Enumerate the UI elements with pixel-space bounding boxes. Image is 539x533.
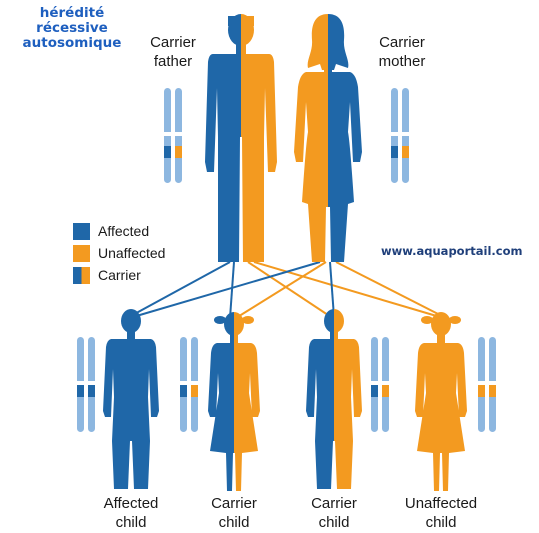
carrier-swatch xyxy=(73,267,90,284)
unaffected-child-chromosome-pair xyxy=(476,337,498,432)
mother-chromosome-pair xyxy=(389,88,411,183)
father-label: Carrier father xyxy=(128,33,218,71)
line-father-carrier-child-1 xyxy=(230,262,234,318)
carrier-child-2-figure xyxy=(306,309,362,489)
child-label-1-line-2: child xyxy=(81,513,181,532)
child-label-3-line-2: child xyxy=(284,513,384,532)
carrier-child-1-chromosome-pair xyxy=(178,337,200,432)
legend-item-affected: Affected xyxy=(73,222,149,240)
inheritance-lines xyxy=(129,262,444,318)
line-mother-affected-child xyxy=(133,262,320,317)
legend-label-affected: Affected xyxy=(98,223,149,239)
unaffected-swatch xyxy=(73,245,90,262)
child-label-1: Affected child xyxy=(81,494,181,532)
child-label-2-line-1: Carrier xyxy=(184,494,284,513)
line-father-affected-child xyxy=(129,262,230,317)
child-label-4-line-2: child xyxy=(391,513,491,532)
legend-label-carrier: Carrier xyxy=(98,267,141,283)
mother-label-line-1: Carrier xyxy=(357,33,447,52)
legend-item-carrier: Carrier xyxy=(73,266,141,284)
legend-label-unaffected: Unaffected xyxy=(98,245,165,261)
child-label-4: Unaffected child xyxy=(391,494,491,532)
title-line-1: hérédité xyxy=(4,6,140,21)
line-mother-unaffected-child xyxy=(336,262,444,317)
title-line-3: autosomique xyxy=(4,36,140,51)
child-label-2-line-2: child xyxy=(184,513,284,532)
mother-label-line-2: mother xyxy=(357,52,447,71)
affected-swatch xyxy=(73,223,90,240)
legend-item-unaffected: Unaffected xyxy=(73,244,165,262)
child-label-2: Carrier child xyxy=(184,494,284,532)
child-label-4-line-1: Unaffected xyxy=(391,494,491,513)
child-label-1-line-1: Affected xyxy=(81,494,181,513)
line-mother-carrier-child-2 xyxy=(330,262,334,317)
watermark: www.aquaportail.com xyxy=(381,244,522,258)
mother-figure xyxy=(294,14,362,262)
page-title: hérédité récessive autosomique xyxy=(4,6,140,51)
child-label-3-line-1: Carrier xyxy=(284,494,384,513)
father-label-line-2: father xyxy=(128,52,218,71)
father-label-line-1: Carrier xyxy=(128,33,218,52)
title-line-2: récessive xyxy=(4,21,140,36)
affected-child-figure xyxy=(103,309,159,489)
father-chromosome-pair xyxy=(162,88,184,183)
mother-label: Carrier mother xyxy=(357,33,447,71)
child-label-3: Carrier child xyxy=(284,494,384,532)
affected-child-chromosome-pair xyxy=(75,337,97,432)
carrier-child-2-chromosome-pair xyxy=(369,337,391,432)
carrier-child-1-figure xyxy=(208,312,260,491)
unaffected-child-figure xyxy=(415,312,467,491)
